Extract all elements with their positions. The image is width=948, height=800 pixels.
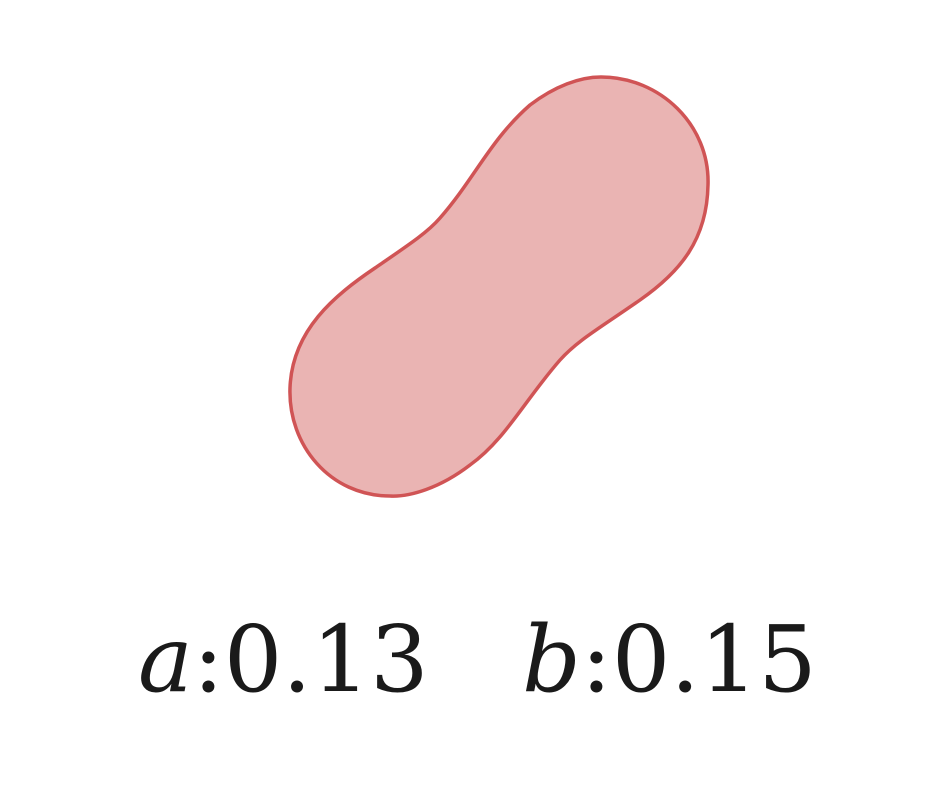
- parameter-b-label: b:0.15: [522, 600, 817, 720]
- parameter-a-separator: :: [192, 606, 224, 713]
- parameter-a-symbol: a: [138, 606, 193, 713]
- parameter-labels: a:0.13 b:0.15: [0, 600, 948, 720]
- parameter-b-value: 0.15: [611, 606, 817, 713]
- parameter-b-symbol: b: [522, 606, 581, 713]
- parameter-b-separator: :: [580, 606, 612, 713]
- parameter-a-value: 0.13: [223, 606, 429, 713]
- peanut-blob-shape: [288, 75, 710, 498]
- parameter-a-label: a:0.13: [138, 600, 429, 720]
